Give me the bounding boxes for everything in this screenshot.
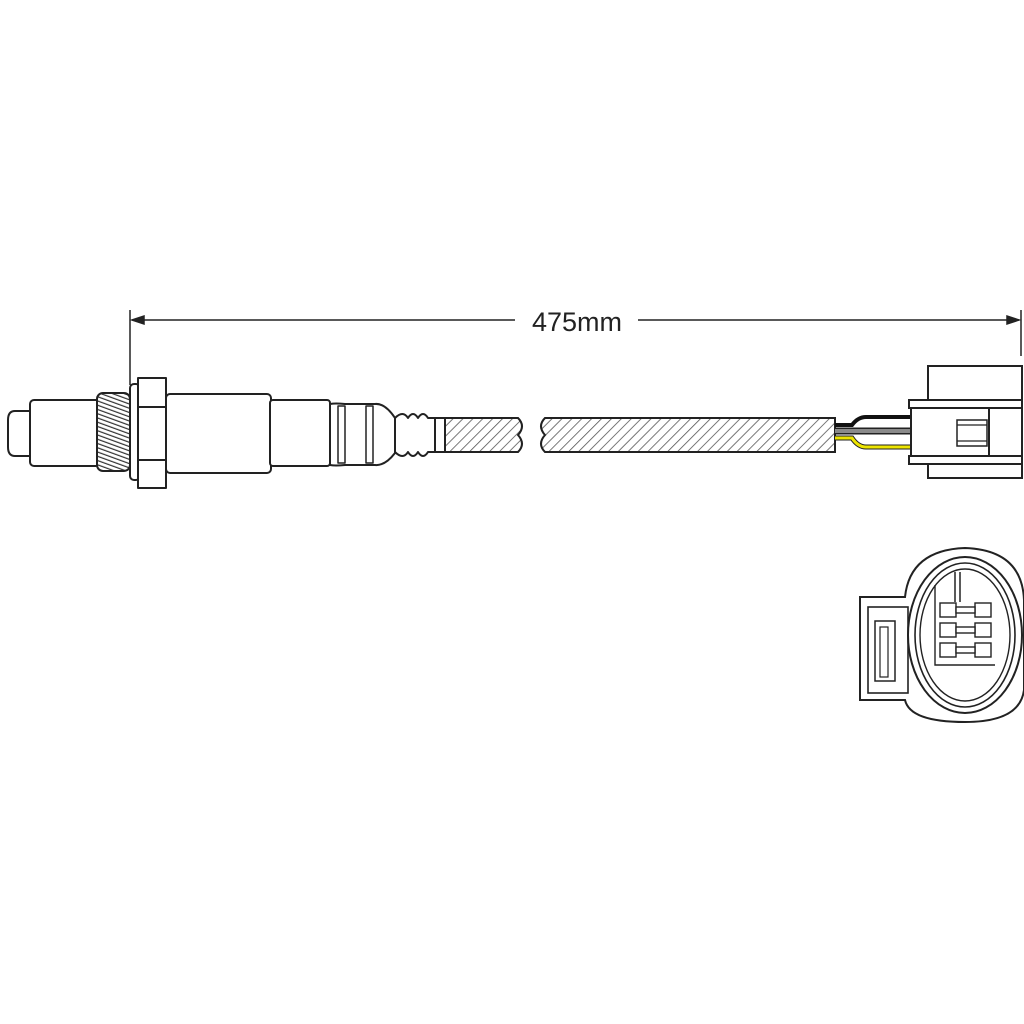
connector-side-view [908, 365, 1023, 479]
sensor-thread [96, 392, 131, 472]
cable-section-right [540, 417, 836, 453]
sensor-housing [165, 393, 272, 474]
cable-section-left [444, 417, 523, 453]
dimension-label: 475mm [532, 307, 622, 337]
sensor-body [7, 377, 436, 489]
sensor-collar [269, 399, 331, 467]
pin [974, 622, 992, 638]
connector-front-view [859, 546, 1024, 724]
pin [939, 622, 957, 638]
pin [939, 642, 957, 658]
wire-black [835, 415, 912, 427]
sensor-tip [7, 410, 30, 457]
pin [939, 602, 957, 618]
wires [835, 415, 912, 450]
pin [974, 602, 992, 618]
sensor-shield [29, 399, 101, 467]
wire-yellow [835, 436, 912, 449]
pin [974, 642, 992, 658]
sensor-hex-nut [137, 377, 167, 489]
connector-pins [939, 602, 992, 658]
cable-boot [394, 413, 436, 457]
dimension-line [129, 310, 1022, 385]
cable [435, 417, 836, 453]
